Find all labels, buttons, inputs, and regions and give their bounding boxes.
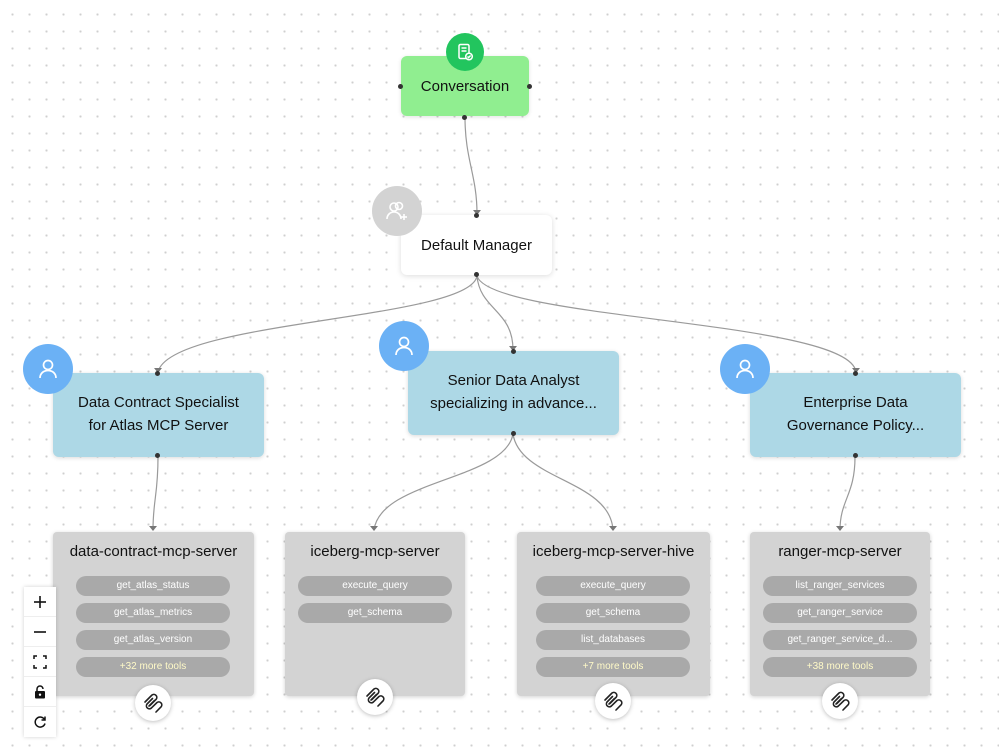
mcp-icon [135,685,171,721]
manager-top-handle[interactable] [474,213,479,218]
server-name: data-contract-mcp-server [69,543,238,560]
agent-2-top-handle[interactable] [511,349,516,354]
more-tools-pill[interactable]: +38 more tools [763,657,917,677]
tool-pill[interactable]: get_ranger_service [763,603,917,623]
agent-2-bottom-handle[interactable] [511,431,516,436]
agent-1-top-handle[interactable] [155,371,160,376]
server-node[interactable]: data-contract-mcp-server get_atlas_statu… [53,532,254,696]
server-name: iceberg-mcp-server-hive [532,543,695,560]
mcp-icon [595,683,631,719]
manager-node[interactable]: Default Manager [401,215,552,275]
tool-pill[interactable]: list_ranger_services [763,576,917,596]
conversation-label: Conversation [420,78,510,95]
user-icon [23,344,73,394]
server-node[interactable]: iceberg-mcp-server execute_query get_sch… [285,532,465,696]
zoom-in-icon[interactable] [24,587,56,617]
tool-pill[interactable]: get_atlas_status [76,576,230,596]
user-icon [720,344,770,394]
reset-icon[interactable] [24,707,56,737]
lock-icon[interactable] [24,677,56,707]
manager-bottom-handle[interactable] [474,272,479,277]
conversation-right-handle[interactable] [527,84,532,89]
tool-pill[interactable]: get_ranger_service_d... [763,630,917,650]
more-tools-pill[interactable]: +32 more tools [76,657,230,677]
user-icon [379,321,429,371]
agent-label: Senior Data Analyst specializing in adva… [430,372,597,412]
server-node[interactable]: ranger-mcp-server list_ranger_services g… [750,532,930,696]
edge-agent-1-server-1 [152,456,159,531]
canvas-controls [24,587,56,737]
tool-pill[interactable]: get_schema [536,603,690,623]
fit-view-icon[interactable] [24,647,56,677]
tool-pill[interactable]: list_databases [536,630,690,650]
server-name: iceberg-mcp-server [310,543,440,560]
edge-agent-2-server-3 [512,433,614,531]
edge-manager-agent-1 [157,275,478,373]
tool-pill[interactable]: execute_query [536,576,690,596]
agent-node-1[interactable]: Data Contract Specialist for Atlas MCP S… [53,373,264,457]
agent-node-3[interactable]: Enterprise Data Governance Policy... [750,373,961,457]
server-name: ranger-mcp-server [778,543,902,560]
agent-1-bottom-handle[interactable] [155,453,160,458]
agent-3-top-handle[interactable] [853,371,858,376]
server-node[interactable]: iceberg-mcp-server-hive execute_query ge… [517,532,710,696]
mcp-icon [822,683,858,719]
zoom-out-icon[interactable] [24,617,56,647]
edge-manager-agent-2 [476,275,514,351]
conversation-bottom-handle[interactable] [462,115,467,120]
more-tools-pill[interactable]: +7 more tools [536,657,690,677]
mcp-icon [357,679,393,715]
agent-label: Data Contract Specialist for Atlas MCP S… [78,394,239,434]
edge-manager-agent-3 [476,275,857,373]
edge-conversation-manager [464,116,478,215]
document-check-icon [446,33,484,71]
agent-node-2[interactable]: Senior Data Analyst specializing in adva… [408,351,619,435]
conversation-left-handle[interactable] [398,84,403,89]
edge-agent-2-server-2 [373,433,514,531]
conversation-node[interactable]: Conversation [401,56,529,116]
user-plus-icon [372,186,422,236]
edge-agent-3-server-4 [839,456,856,531]
tool-pill[interactable]: execute_query [298,576,452,596]
tool-pill[interactable]: get_atlas_version [76,630,230,650]
agent-label: Enterprise Data Governance Policy... [786,394,925,434]
tool-pill[interactable]: get_schema [298,603,452,623]
tool-pill[interactable]: get_atlas_metrics [76,603,230,623]
agent-3-bottom-handle[interactable] [853,453,858,458]
manager-label: Default Manager [421,237,532,254]
